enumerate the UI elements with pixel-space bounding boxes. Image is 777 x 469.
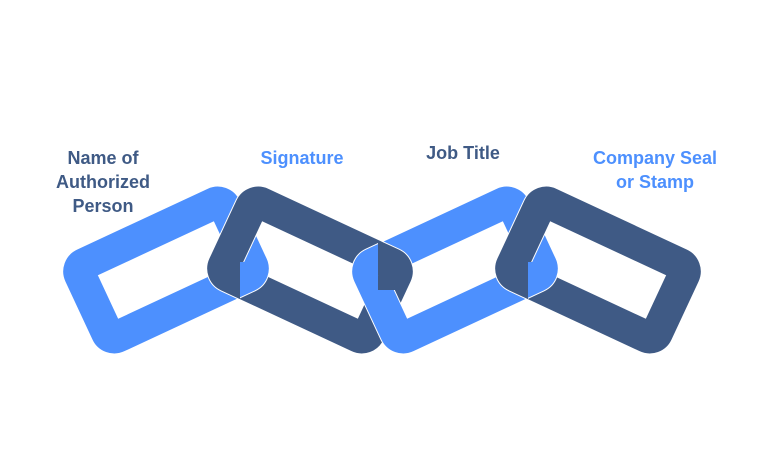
chain-link-4 xyxy=(494,185,702,355)
label-authorized-person: Name of Authorized Person xyxy=(56,148,150,216)
label-company-seal: Company Seal or Stamp xyxy=(592,148,718,192)
label-job-title: Job Title xyxy=(426,143,500,163)
label-signature: Signature xyxy=(260,148,344,168)
